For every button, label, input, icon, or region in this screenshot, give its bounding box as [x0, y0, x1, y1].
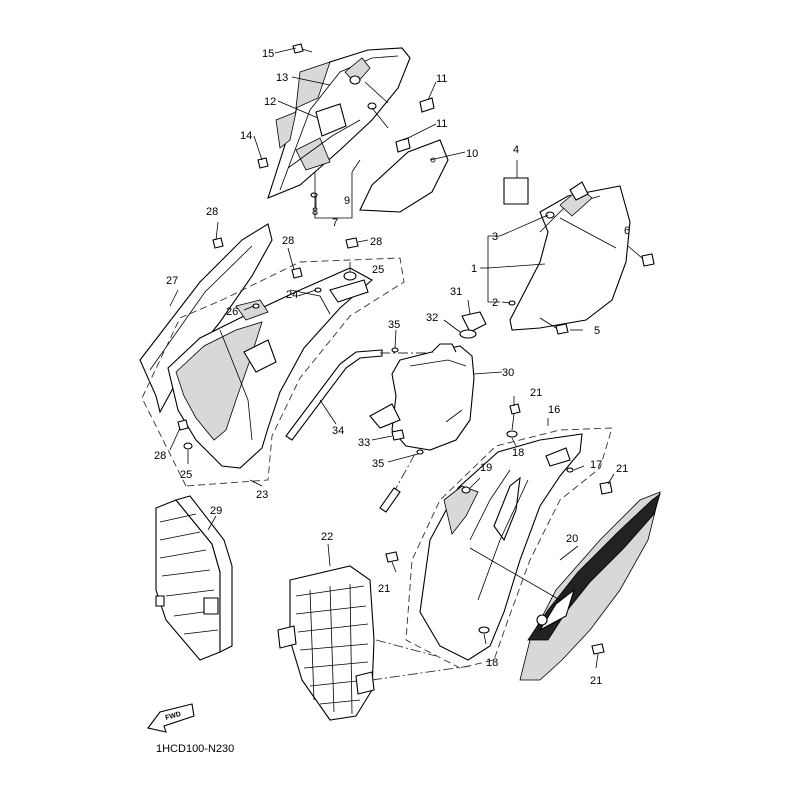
side-number-plate	[509, 181, 631, 331]
callout-23: 23	[256, 489, 268, 501]
callout-21-b: 21	[616, 463, 628, 475]
callout-21-d: 21	[590, 675, 602, 687]
callout-35-bottom: 35	[372, 458, 384, 470]
callout-22: 22	[321, 531, 333, 543]
callout-7: 7	[332, 217, 338, 229]
radiator-guard-29	[155, 495, 233, 661]
callout-6: 6	[624, 225, 630, 237]
bolt-21	[385, 403, 613, 655]
callout-34: 34	[332, 425, 344, 437]
callout-24: 24	[286, 289, 298, 301]
callout-11-mid: 11	[436, 118, 447, 130]
callout-11-top: 11	[436, 73, 447, 85]
callout-31: 31	[450, 286, 462, 298]
diagram-code: 1HCD100-N230	[156, 743, 234, 755]
side-cover-assembly	[267, 47, 411, 199]
callout-19: 19	[480, 462, 492, 474]
callout-5: 5	[594, 325, 600, 337]
breather-hose-34	[285, 349, 432, 441]
fwd-label: FWD	[165, 711, 182, 722]
callout-28-b: 28	[282, 235, 294, 247]
callout-labels: 15 13 12 14 11 11 10 9 8 7 4 3 1 2 6 5 2…	[154, 48, 630, 687]
callout-27: 27	[166, 275, 178, 287]
callout-12: 12	[264, 96, 276, 108]
washer-17	[566, 467, 574, 473]
decal-20	[519, 491, 661, 681]
callout-4: 4	[513, 144, 519, 156]
callout-32: 32	[426, 312, 438, 324]
clamp-35	[387, 329, 424, 463]
radiator-cover-16	[405, 427, 613, 669]
bolt-33	[371, 429, 405, 441]
callout-29: 29	[210, 505, 222, 517]
bolt-14	[257, 157, 269, 169]
callout-25-bottom: 25	[180, 469, 192, 481]
radiator-guard-22	[277, 565, 375, 721]
overflow-tank-30	[369, 343, 475, 451]
callout-14: 14	[240, 130, 252, 142]
callout-28-a: 28	[206, 206, 218, 218]
callout-28-d: 28	[154, 450, 166, 462]
callout-13: 13	[276, 72, 288, 84]
collar-11	[395, 97, 435, 153]
bolt-15	[292, 43, 313, 54]
callout-30: 30	[502, 367, 514, 379]
washer-3	[545, 211, 555, 219]
ring-32	[443, 319, 477, 339]
bolt-28	[177, 237, 359, 431]
callout-33: 33	[358, 437, 370, 449]
fwd-arrow-icon: FWD	[147, 703, 195, 733]
callout-9: 9	[344, 195, 350, 207]
bolt-6	[627, 245, 655, 267]
decal-4	[503, 177, 529, 205]
callout-20: 20	[566, 533, 578, 545]
callout-15: 15	[262, 48, 274, 60]
callout-8: 8	[312, 206, 318, 218]
callout-10: 10	[466, 148, 478, 160]
callout-35-top: 35	[388, 319, 400, 331]
callout-18-top: 18	[512, 447, 524, 459]
callout-3: 3	[492, 231, 498, 243]
callout-25-top: 25	[372, 264, 384, 276]
callout-21-a: 21	[530, 387, 542, 399]
callout-28-c: 28	[370, 236, 382, 248]
callout-16: 16	[548, 404, 560, 416]
callout-1: 1	[471, 263, 477, 275]
decal-10	[359, 139, 449, 213]
cap-31	[461, 299, 487, 333]
washer-8	[310, 192, 318, 198]
screw-5	[539, 317, 569, 335]
air-scoop-23	[141, 257, 405, 487]
washer-18	[506, 430, 518, 438]
callout-26: 26	[226, 306, 238, 318]
callout-2: 2	[492, 297, 498, 309]
grommet-19	[461, 486, 471, 494]
callout-21-c: 21	[378, 583, 390, 595]
collar-25	[343, 271, 357, 281]
callout-17: 17	[590, 459, 602, 471]
callout-18-bottom: 18	[486, 657, 498, 669]
